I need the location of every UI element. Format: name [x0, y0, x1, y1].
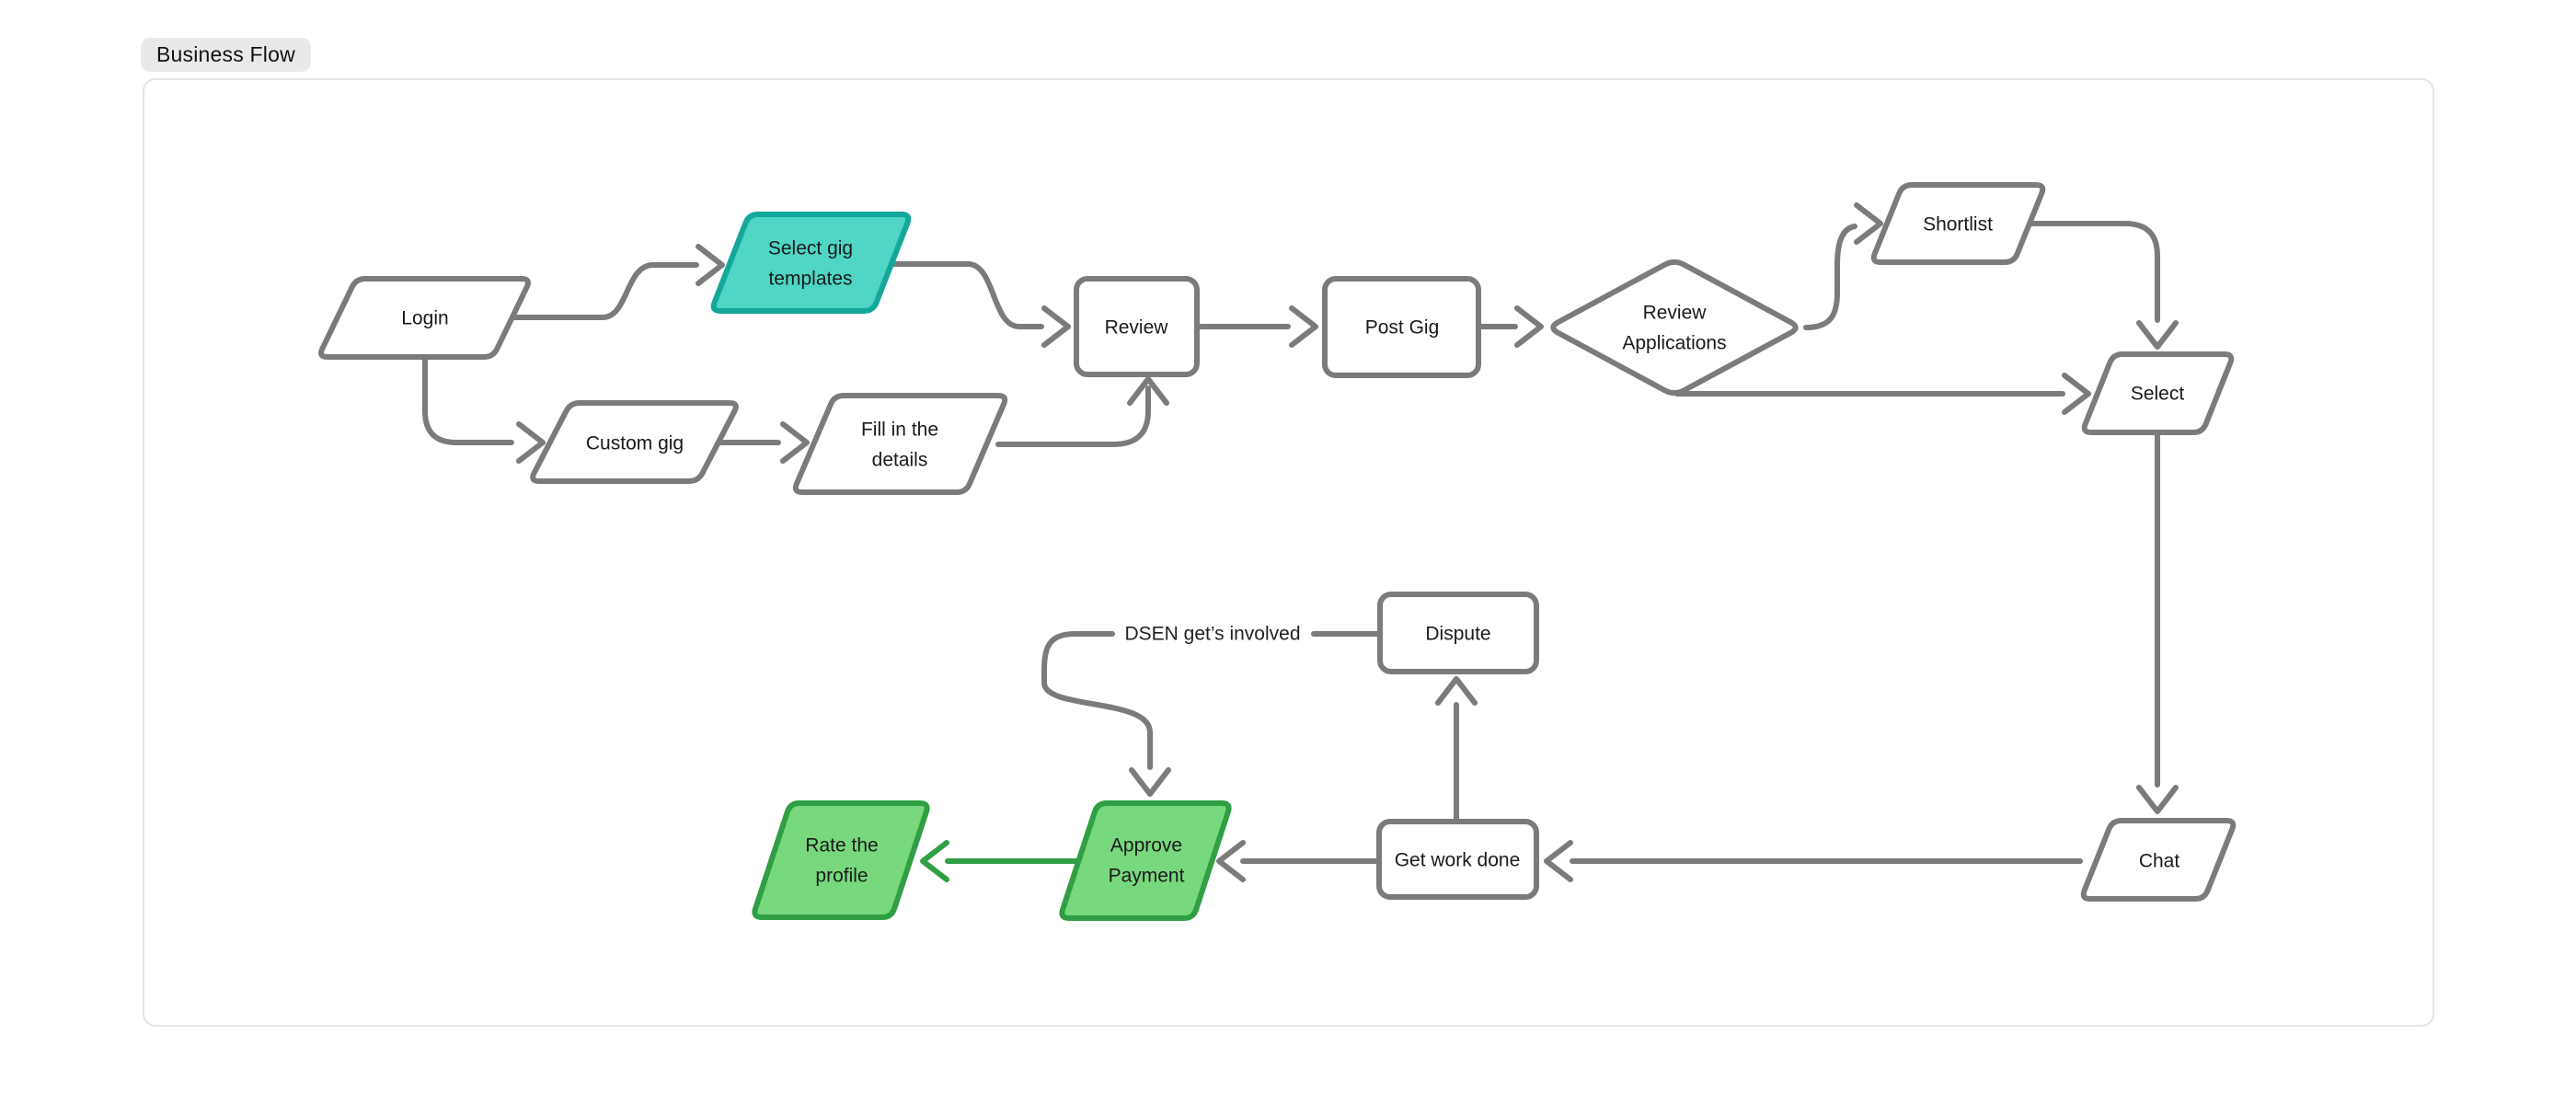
rectangle-shape[interactable] — [1322, 276, 1481, 378]
node-label-line2: templates — [768, 269, 852, 290]
node-shortlist[interactable]: Shortlist — [1870, 182, 2046, 265]
node-label-line1: Approve — [1110, 835, 1182, 857]
node-label: Login — [401, 308, 448, 329]
node-label: Review — [1105, 317, 1169, 339]
arrowhead — [780, 421, 810, 464]
rectangle-shape[interactable] — [1074, 276, 1200, 377]
node-label-line2: Payment — [1109, 866, 1185, 887]
node-post-gig[interactable]: Post Gig — [1322, 276, 1481, 378]
edge-get-work-done-to-dispute — [1435, 676, 1478, 823]
parallelogram-shape[interactable] — [2080, 818, 2237, 902]
node-label-line1: Review — [1643, 303, 1708, 324]
edge-line — [1803, 224, 1857, 330]
parallelogram-shape[interactable] — [1870, 182, 2046, 265]
edge-review-to-post-gig — [1194, 305, 1318, 348]
edge-chat-to-get-work-done — [1544, 840, 2083, 882]
arrowhead — [1127, 376, 1169, 406]
arrowhead — [1514, 305, 1544, 348]
edge-select-gig-templates-to-review — [889, 261, 1071, 348]
edge-shortlist-to-select — [2027, 221, 2179, 350]
parallelogram-shape[interactable] — [710, 212, 912, 314]
parallelogram-shape[interactable] — [1059, 800, 1232, 921]
node-select[interactable]: Select — [2081, 351, 2235, 435]
node-label-line2: Applications — [1622, 333, 1726, 354]
edge-dispute-to-approve-payment: DSEN get’s involved — [1041, 624, 1382, 797]
parallelogram-shape[interactable] — [530, 400, 739, 484]
arrowhead — [1289, 305, 1318, 348]
edge-review-applications-to-shortlist — [1803, 202, 1883, 330]
parallelogram-shape[interactable] — [752, 800, 930, 920]
rectangle-shape[interactable] — [1377, 592, 1539, 674]
edge-post-gig-to-review-applications — [1477, 305, 1544, 348]
edge-line — [510, 262, 699, 320]
node-fill-in-the-details[interactable]: Fill in the details — [792, 393, 1008, 495]
edges: DSEN get’s involved — [422, 202, 2179, 882]
diamond-shape[interactable] — [1550, 259, 1799, 397]
edge-select-to-chat — [2136, 431, 2179, 814]
arrowhead — [1129, 767, 1171, 797]
arrowhead — [516, 421, 546, 464]
arrowhead — [696, 244, 725, 286]
node-select-gig-templates[interactable]: Select gig templates — [710, 212, 912, 314]
arrowhead — [1854, 202, 1883, 245]
node-review[interactable]: Review — [1074, 276, 1200, 377]
node-approve-payment[interactable]: Approve Payment — [1059, 800, 1232, 921]
arrowhead — [1544, 840, 1573, 882]
rectangle-shape[interactable] — [1376, 819, 1539, 900]
arrowhead — [2136, 785, 2179, 814]
node-rate-the-profile[interactable]: Rate the profile — [752, 800, 930, 920]
node-get-work-done[interactable]: Get work done — [1376, 819, 1539, 900]
arrowhead — [1216, 840, 1246, 882]
node-label-line1: Select gig — [768, 238, 853, 259]
edge-label-dsen-gets-involved: DSEN get’s involved — [1124, 624, 1300, 645]
node-label: Shortlist — [1923, 214, 1993, 236]
node-label: Post Gig — [1365, 317, 1440, 339]
node-label: Get work done — [1395, 850, 1521, 871]
node-label: Custom gig — [586, 433, 684, 454]
edge-fill-in-the-details-to-review — [995, 376, 1169, 447]
edge-line — [995, 385, 1151, 447]
edge-login-to-select-gig-templates — [510, 244, 725, 320]
parallelogram-shape[interactable] — [792, 393, 1008, 495]
arrowhead — [1435, 676, 1478, 706]
edge-custom-gig-to-fill-in-the-details — [716, 421, 810, 464]
arrowhead — [2062, 373, 2091, 415]
edge-approve-payment-to-rate-the-profile — [920, 840, 1081, 882]
node-label-line2: profile — [815, 866, 868, 887]
node-chat[interactable]: Chat — [2080, 818, 2237, 902]
parallelogram-shape[interactable] — [2081, 351, 2235, 435]
arrowhead — [2136, 320, 2179, 350]
node-label: Select — [2131, 384, 2185, 405]
arrowhead — [1041, 305, 1071, 348]
node-login[interactable]: Login — [318, 276, 531, 360]
parallelogram-shape[interactable] — [318, 276, 531, 360]
arrowhead — [920, 840, 949, 882]
node-custom-gig[interactable]: Custom gig — [530, 400, 739, 484]
edge-line — [422, 354, 514, 445]
edge-line — [889, 261, 1044, 329]
edge-get-work-done-to-approve-payment — [1216, 840, 1381, 882]
edge-review-applications-to-select — [1674, 373, 2091, 415]
edge-line — [2027, 221, 2160, 323]
node-label-line2: details — [872, 450, 928, 471]
node-review-applications[interactable]: Review Applications — [1550, 259, 1799, 397]
edge-login-to-custom-gig — [422, 354, 546, 464]
node-label-line1: Fill in the — [861, 420, 938, 441]
node-label: Dispute — [1425, 624, 1490, 645]
diagram-group-label[interactable]: Business Flow — [141, 38, 311, 72]
edge-line — [1041, 631, 1153, 770]
node-dispute[interactable]: Dispute — [1377, 592, 1539, 674]
node-label-line1: Rate the — [805, 835, 878, 857]
nodes: Login Select gig templates Custom gig Fi… — [318, 182, 2237, 921]
node-label: Chat — [2139, 851, 2180, 872]
diagram-canvas[interactable] — [143, 78, 2434, 1027]
